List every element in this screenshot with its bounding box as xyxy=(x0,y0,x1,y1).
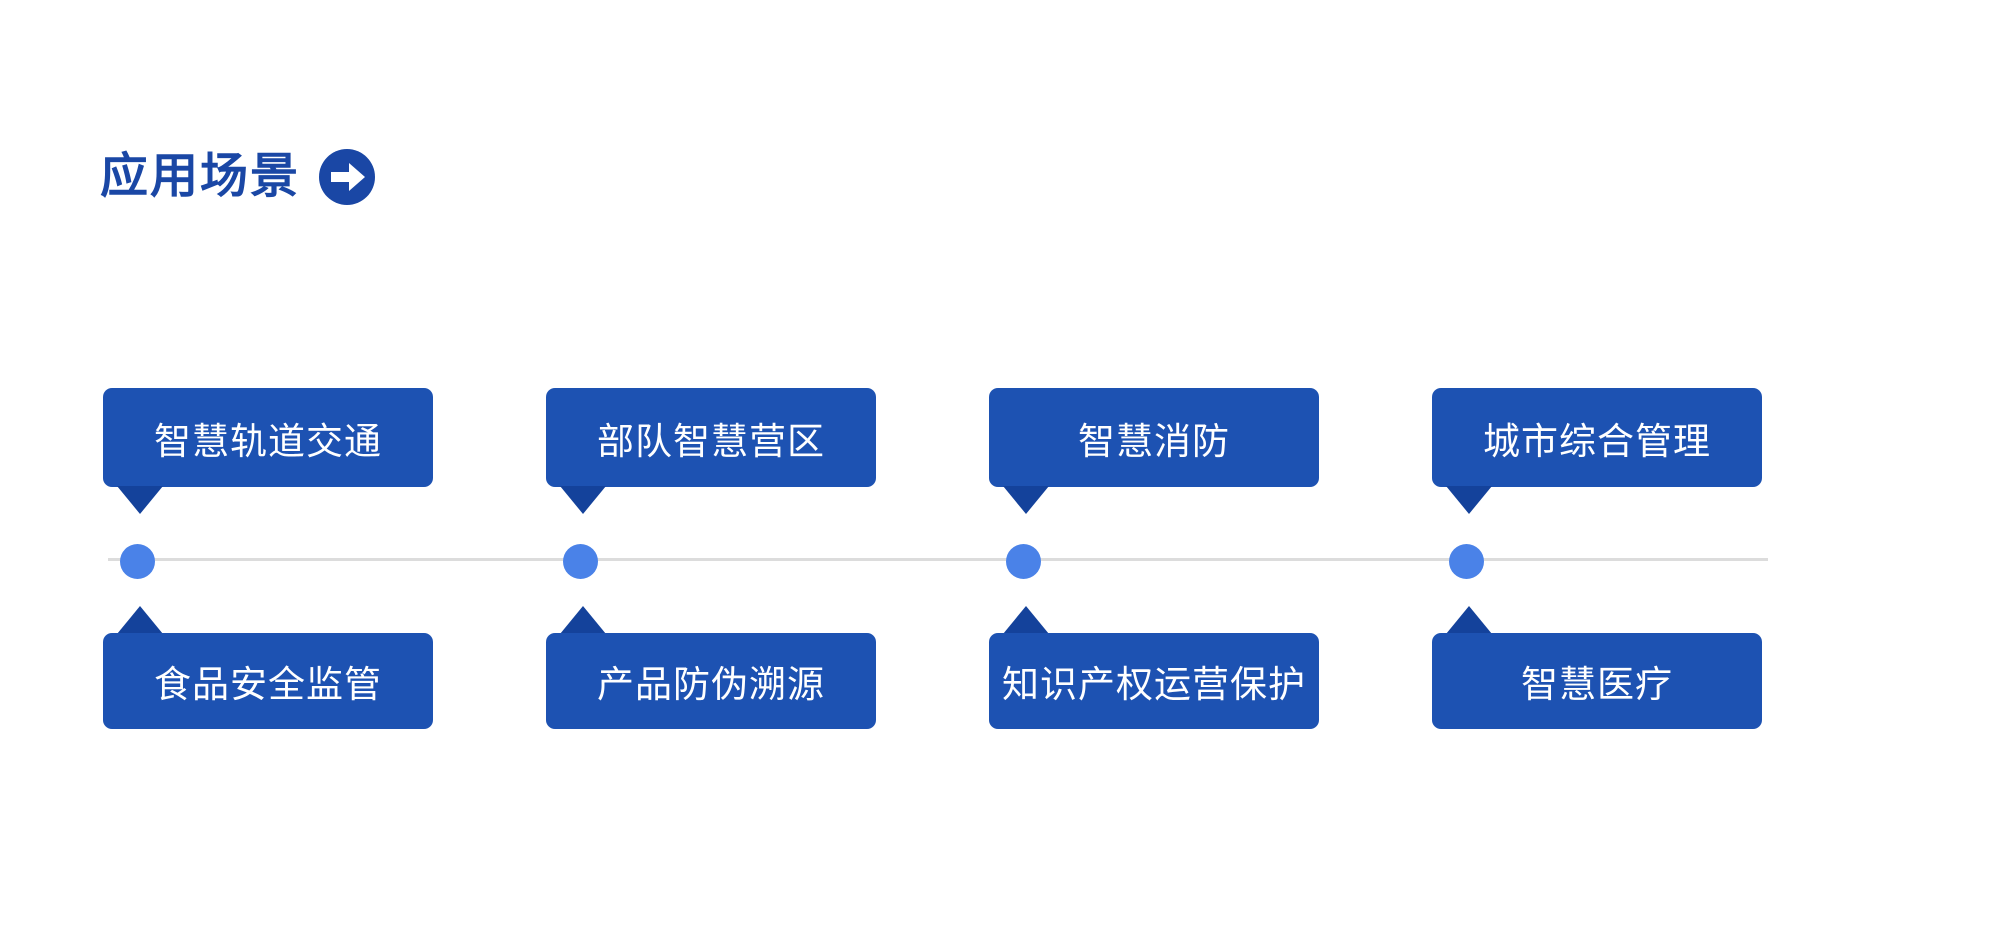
page-title: 应用场景 xyxy=(100,149,301,203)
timeline-column-2: 部队智慧营区 产品防伪溯源 xyxy=(546,0,876,939)
pointer-down-icon xyxy=(560,486,606,514)
scenario-card-bottom: 食品安全监管 xyxy=(103,633,433,729)
pointer-up-icon xyxy=(117,606,163,634)
scenario-label: 智慧轨道交通 xyxy=(154,420,382,462)
scenario-card-top: 智慧消防 xyxy=(989,388,1319,487)
timeline-dot xyxy=(563,544,598,579)
scenario-label: 城市综合管理 xyxy=(1483,420,1711,462)
scenario-label: 食品安全监管 xyxy=(154,664,382,705)
timeline-line xyxy=(108,558,1768,561)
scenario-card-top: 智慧轨道交通 xyxy=(103,388,433,487)
pointer-down-icon xyxy=(117,486,163,514)
scenario-card-top: 城市综合管理 xyxy=(1432,388,1762,487)
timeline-dot xyxy=(120,544,155,579)
scenario-label: 知识产权运营保护 xyxy=(1002,664,1306,705)
scenario-label: 产品防伪溯源 xyxy=(597,664,825,705)
timeline-dot xyxy=(1006,544,1041,579)
circle-right-arrow-icon xyxy=(319,149,376,205)
scenario-card-top: 部队智慧营区 xyxy=(546,388,876,487)
scenario-label: 智慧消防 xyxy=(1078,420,1230,462)
timeline-column-1: 智慧轨道交通 食品安全监管 xyxy=(103,0,433,939)
pointer-down-icon xyxy=(1003,486,1049,514)
scenario-label: 智慧医疗 xyxy=(1521,664,1673,705)
scenario-card-bottom: 产品防伪溯源 xyxy=(546,633,876,729)
pointer-down-icon xyxy=(1446,486,1492,514)
pointer-up-icon xyxy=(1003,606,1049,634)
pointer-up-icon xyxy=(560,606,606,634)
pointer-up-icon xyxy=(1446,606,1492,634)
scenario-card-bottom: 知识产权运营保护 xyxy=(989,633,1319,729)
scenario-card-bottom: 智慧医疗 xyxy=(1432,633,1762,729)
section-header: 应用场景 xyxy=(100,148,376,206)
scenario-label: 部队智慧营区 xyxy=(597,420,825,462)
timeline-dot xyxy=(1449,544,1484,579)
timeline-column-4: 城市综合管理 智慧医疗 xyxy=(1432,0,1762,939)
timeline-column-3: 智慧消防 知识产权运营保护 xyxy=(989,0,1319,939)
